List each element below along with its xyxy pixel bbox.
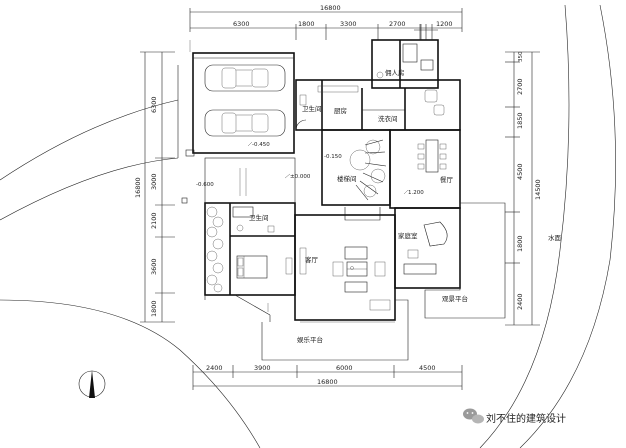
watermark: 刘不住的建筑设计 — [463, 408, 566, 425]
bottom-total-dim: 16800 — [317, 378, 338, 386]
living-label: 客厅 — [305, 255, 319, 264]
dining: 餐厅 1.200 — [389, 129, 461, 209]
landscape-planter — [206, 206, 224, 293]
service-wing: 佣人房 卫生间 厨房 洗衣间 — [295, 24, 461, 131]
front-terrace-label: 娱乐平台 — [297, 335, 323, 344]
piano-icon — [423, 221, 448, 247]
left-dim-2: 3000 — [150, 173, 158, 190]
bottom-dim-3: 6000 — [336, 364, 353, 372]
stairwell: 楼梯间 -0.150 — [321, 129, 391, 221]
wechat-icon — [463, 408, 484, 424]
right-dim-3: 1850 — [516, 112, 524, 129]
garage: -0.450 — [185, 52, 295, 157]
right-dim-6: 2400 — [516, 293, 524, 310]
top-total-dim: 16800 — [320, 4, 341, 12]
right-dim-2: 2700 — [516, 78, 524, 95]
site-terrain-lines — [0, 4, 616, 448]
family-room-label: 家庭室 — [398, 231, 418, 240]
dining-table-icon — [417, 139, 447, 173]
garage-level: -0.450 — [252, 142, 270, 148]
north-arrow-icon — [78, 370, 106, 398]
family-room: 家庭室 — [394, 207, 461, 289]
dining-label: 餐厅 — [440, 175, 454, 184]
laundry-label: 洗衣间 — [378, 114, 398, 123]
top-dim-1: 6300 — [233, 20, 250, 28]
right-dim-5: 1800 — [516, 235, 524, 252]
terraces: 观景平台 娱乐平台 水面 — [261, 202, 562, 361]
top-dim-4: 2700 — [389, 20, 406, 28]
entry-level: -0.600 — [196, 182, 214, 188]
sofa-group-icon — [332, 246, 386, 293]
kitchen-label: 厨房 — [334, 106, 347, 115]
top-dim-2: 1800 — [298, 20, 315, 28]
car-icon — [204, 64, 286, 92]
master-bath-label: 卫生间 — [249, 213, 269, 222]
left-dim-5: 1800 — [150, 300, 158, 317]
entry-corridor: -0.600 ±0.000 — [181, 157, 311, 204]
bottom-dim-1: 2400 — [206, 364, 223, 372]
top-dimension-chain: 16800 6300 1800 3300 2700 1200 — [189, 4, 463, 52]
top-dim-3: 3300 — [340, 20, 357, 28]
watermark-text: 刘不住的建筑设计 — [486, 412, 566, 425]
stairwell-label: 楼梯间 — [337, 174, 357, 183]
right-total-dim: 14500 — [534, 179, 542, 200]
bottom-dim-2: 3900 — [254, 364, 271, 372]
bed-icon — [236, 255, 268, 279]
dining-level: 1.200 — [408, 190, 424, 196]
toilet-label: 卫生间 — [302, 104, 322, 113]
left-dim-4: 3600 — [150, 258, 158, 275]
left-dim-3: 2100 — [150, 212, 158, 229]
bottom-dimension-chain: 2400 3900 6000 4500 16800 — [192, 364, 463, 390]
servant-room-label: 佣人房 — [385, 68, 405, 77]
right-dim-1: 350 — [518, 51, 524, 62]
west-wing: 卫生间 — [204, 202, 296, 322]
living-room: 客厅 — [294, 214, 396, 321]
right-dimension-chain: 350 2700 1850 4500 1800 2400 14500 — [505, 51, 542, 326]
right-dim-4: 4500 — [516, 163, 524, 180]
top-dim-5: 1200 — [436, 20, 453, 28]
water-label: 水面 — [548, 233, 562, 242]
hall-level: -0.150 — [324, 154, 342, 160]
left-dimension-chain: 6300 3000 2100 3600 1800 16800 — [134, 51, 175, 323]
left-dim-1: 6300 — [150, 96, 158, 113]
rear-terrace-text: 观景平台 — [442, 294, 468, 303]
car-icon — [204, 109, 286, 137]
left-total-dim: 16800 — [134, 177, 142, 198]
bottom-dim-4: 4500 — [419, 364, 436, 372]
ground-level: ±0.000 — [290, 174, 311, 180]
